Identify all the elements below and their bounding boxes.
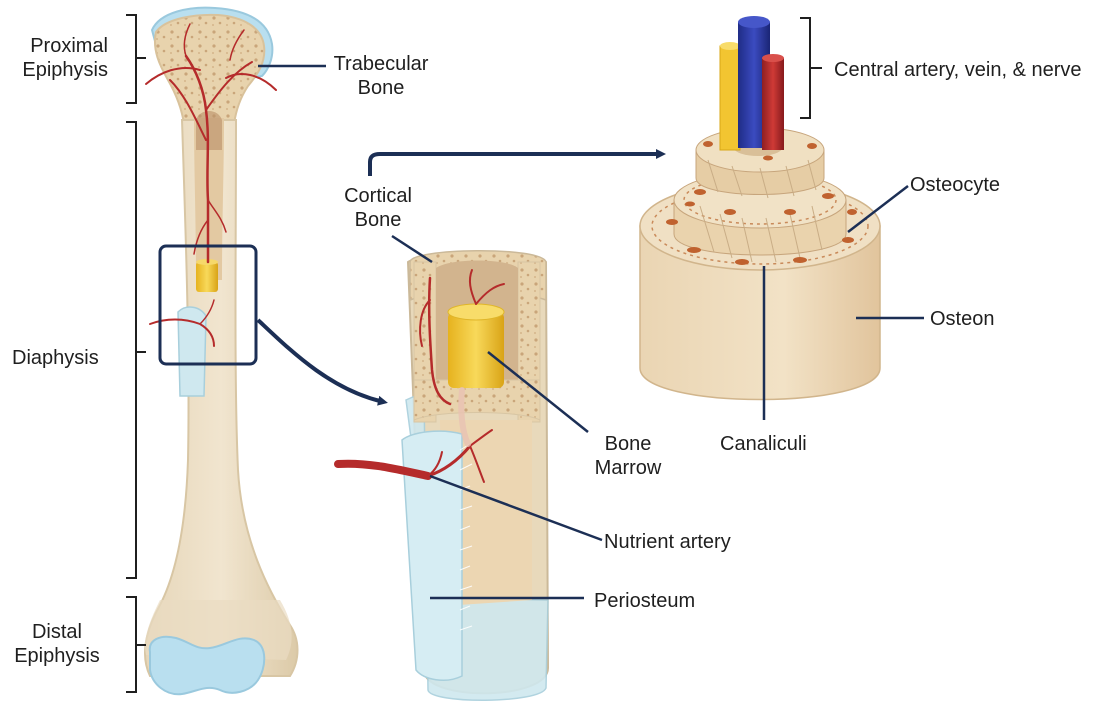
zoom-arrow xyxy=(258,320,384,402)
label-periosteum: Periosteum xyxy=(594,589,695,613)
bone-marrow-cylinder xyxy=(448,312,504,388)
label-bone-marrow: Bone Marrow xyxy=(590,432,666,480)
label-proximal-epiphysis-line2: Epiphysis xyxy=(0,58,108,82)
femur-illustration xyxy=(145,8,298,695)
label-trabecular-line1: Trabecular xyxy=(326,52,436,76)
label-canaliculi: Canaliculi xyxy=(720,432,807,456)
label-distal-epiphysis-line2: Epiphysis xyxy=(10,644,104,668)
central-nerve xyxy=(720,46,740,150)
shaft-cutaway-illustration xyxy=(338,251,548,701)
label-proximal-epiphysis-line1: Proximal xyxy=(0,34,108,58)
label-central-vessels: Central artery, vein, & nerve xyxy=(834,58,1082,82)
label-bone-marrow-line1: Bone xyxy=(590,432,666,456)
label-cortical-line1: Cortical xyxy=(332,184,424,208)
label-diaphysis: Diaphysis xyxy=(12,346,99,370)
central-vessels xyxy=(720,16,784,150)
cutaway-marrow-cylinder xyxy=(196,262,218,292)
label-nutrient-artery: Nutrient artery xyxy=(604,530,731,554)
cortical-leader xyxy=(392,236,432,262)
label-proximal-epiphysis: Proximal Epiphysis xyxy=(0,34,108,82)
proximal-bracket xyxy=(126,15,146,103)
central-artery xyxy=(762,58,784,150)
label-osteon: Osteon xyxy=(930,307,994,331)
label-osteocyte: Osteocyte xyxy=(910,173,1000,197)
label-distal-epiphysis: Distal Epiphysis xyxy=(10,620,104,668)
label-distal-epiphysis-line1: Distal xyxy=(10,620,104,644)
label-trabecular-line2: Bone xyxy=(326,76,436,100)
label-bone-marrow-line2: Marrow xyxy=(590,456,666,480)
left-brackets xyxy=(126,15,146,692)
vessels-bracket xyxy=(800,18,822,118)
label-cortical-line2: Bone xyxy=(332,208,424,232)
label-trabecular-bone: Trabecular Bone xyxy=(326,52,436,100)
label-cortical-bone: Cortical Bone xyxy=(332,184,424,232)
distal-bracket xyxy=(126,597,146,692)
osteon-arrow xyxy=(370,154,662,176)
diaphysis-bracket xyxy=(126,122,146,578)
bone-marrow-top xyxy=(448,304,504,320)
